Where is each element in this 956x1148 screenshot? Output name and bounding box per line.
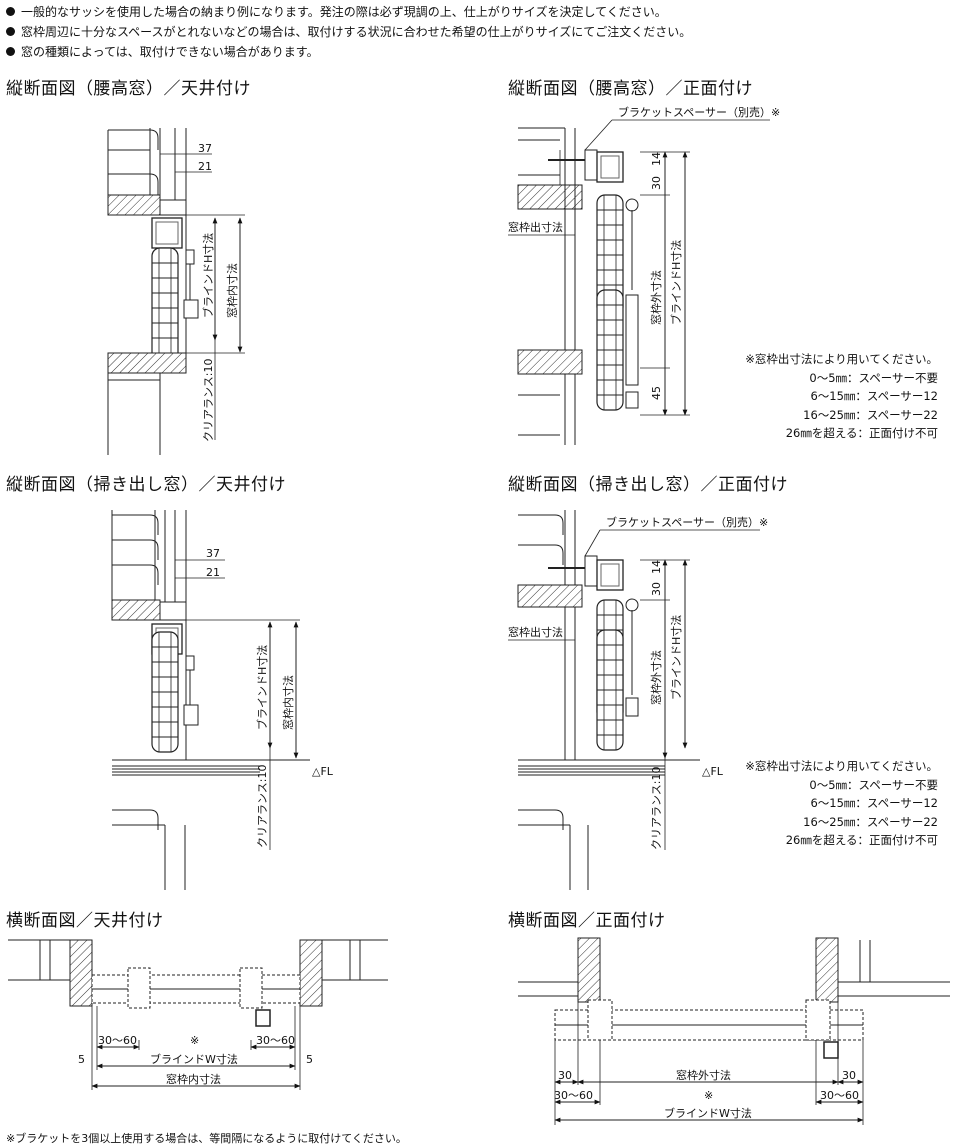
spacer-row: 0〜5㎜：スペーサー不要 <box>809 370 938 385</box>
label-waku-soto: 窓枠外寸法 <box>649 650 663 705</box>
bullet-icon <box>6 47 15 56</box>
label-blind-h: ブラインドH寸法 <box>669 240 683 325</box>
label-asterisk: ※ <box>190 1034 199 1047</box>
dim-21: 21 <box>206 566 220 579</box>
title-hakidashi-tenjo: 縦断面図（掃き出し窓）／天井付け <box>6 475 286 495</box>
note-text: 一般的なサッシを使用した場合の納まり例になります。発注の際は必ず現調の上、仕上が… <box>21 5 667 19</box>
label-blind-w: ブラインドW寸法 <box>664 1106 752 1120</box>
label-waku-uchi: 窓枠内寸法 <box>225 263 239 318</box>
title-yoko-tenjo: 横断面図／天井付け <box>6 911 164 931</box>
spacer-row: 6〜15㎜：スペーサー12 <box>810 389 938 403</box>
label-waku-de: 窓枠出寸法 <box>508 220 563 234</box>
dim-5-left: 5 <box>78 1053 85 1066</box>
label-blind-h: ブラインドH寸法 <box>201 233 215 318</box>
footnote: ※ブラケットを3個以上使用する場合は、等間隔になるように取付けてください。 <box>6 1132 407 1145</box>
dim-45: 45 <box>650 386 663 400</box>
dim-30: 30 <box>650 582 663 596</box>
label-blind-h: ブラインドH寸法 <box>255 645 269 730</box>
diagram-koshi-tenjo: 37 21 ブラインドH寸法 窓枠内寸法 クリアランス:10 <box>107 128 245 455</box>
label-bracket-spacer: ブラケットスペーサー（別売）※ <box>618 105 780 119</box>
label-fl: △FL <box>702 765 724 778</box>
label-clearance: クリアランス:10 <box>202 359 215 442</box>
diagram-hakidashi-shomen: ブラケットスペーサー（別売）※ 窓枠出寸法 14 30 窓枠外寸法 ブラインドH… <box>508 510 768 890</box>
spacer-row: 0〜5㎜：スペーサー不要 <box>809 777 938 792</box>
diagram-yoko-tenjo: 30〜60 30〜60 ※ ブラインドW寸法 窓枠内寸法 5 5 <box>8 939 388 1090</box>
dim-30-left: 30 <box>558 1069 572 1082</box>
note-text: 窓枠周辺に十分なスペースがとれないなどの場合は、取付けする状況に合わせた希望の仕… <box>21 25 692 39</box>
spacer-table-2: ※窓枠出寸法により用いてください。 0〜5㎜：スペーサー不要 6〜15㎜：スペー… <box>745 757 938 850</box>
note-2: 窓枠周辺に十分なスペースがとれないなどの場合は、取付けする状況に合わせた希望の仕… <box>6 24 691 40</box>
label-bracket-spacer: ブラケットスペーサー（別売）※ <box>606 515 768 529</box>
dim-30-right: 30 <box>842 1069 856 1082</box>
spacer-row: 16〜25㎜：スペーサー22 <box>803 814 938 829</box>
dim-30: 30 <box>650 176 663 190</box>
dim-30-60-left: 30〜60 <box>98 1034 137 1047</box>
title-koshi-tenjo: 縦断面図（腰高窓）／天井付け <box>6 79 251 99</box>
dim-30-60-right: 30〜60 <box>256 1034 295 1047</box>
spacer-row: 6〜15㎜：スペーサー12 <box>810 796 938 810</box>
spacer-heading: ※窓枠出寸法により用いてください。 <box>745 352 938 366</box>
spacer-row: 16〜25㎜：スペーサー22 <box>803 407 938 422</box>
diagram-yoko-shomen: 30 30 窓枠外寸法 30〜60 30〜60 ※ ブラインドW寸法 <box>518 937 950 1125</box>
title-yoko-shomen: 横断面図／正面付け <box>508 911 666 931</box>
diagram-hakidashi-tenjo: 37 21 ブラインドH寸法 窓枠内寸法 クリアランス:10 △FL <box>111 510 334 890</box>
dim-37: 37 <box>198 142 212 155</box>
label-clearance: クリアランス:10 <box>650 767 663 850</box>
dim-30-60-left: 30〜60 <box>554 1089 593 1102</box>
label-clearance: クリアランス:10 <box>256 765 269 848</box>
label-waku-soto: 窓枠外寸法 <box>649 270 663 325</box>
spacer-heading: ※窓枠出寸法により用いてください。 <box>745 759 938 773</box>
dim-14: 14 <box>650 560 663 574</box>
dim-21: 21 <box>198 160 212 173</box>
dim-37: 37 <box>206 547 220 560</box>
label-waku-uchi: 窓枠内寸法 <box>166 1072 221 1086</box>
note-text: 窓の種類によっては、取付けできない場合があります。 <box>21 45 319 59</box>
diagram-koshi-shomen: ブラケットスペーサー（別売）※ 窓枠出寸法 14 30 窓枠外寸法 ブラインドH… <box>508 105 780 445</box>
title-hakidashi-shomen: 縦断面図（掃き出し窓）／正面付け <box>508 475 788 495</box>
note-3: 窓の種類によっては、取付けできない場合があります。 <box>6 44 319 60</box>
bullet-icon <box>6 7 15 16</box>
label-blind-h: ブラインドH寸法 <box>669 615 683 700</box>
dim-30-60-right: 30〜60 <box>820 1089 859 1102</box>
note-1: 一般的なサッシを使用した場合の納まり例になります。発注の際は必ず現調の上、仕上が… <box>6 4 667 20</box>
label-waku-de: 窓枠出寸法 <box>508 625 563 639</box>
title-koshi-shomen: 縦断面図（腰高窓）／正面付け <box>508 79 753 99</box>
spacer-table-1: ※窓枠出寸法により用いてください。 0〜5㎜：スペーサー不要 6〜15㎜：スペー… <box>745 350 938 443</box>
label-blind-w: ブラインドW寸法 <box>150 1052 238 1066</box>
dim-14: 14 <box>650 152 663 166</box>
spacer-row: 26㎜を超える：正面付け不可 <box>785 833 938 847</box>
label-asterisk: ※ <box>704 1089 713 1102</box>
label-fl: △FL <box>312 765 334 778</box>
dim-5-right: 5 <box>306 1053 313 1066</box>
bullet-icon <box>6 27 15 36</box>
label-waku-uchi: 窓枠内寸法 <box>281 675 295 730</box>
label-waku-soto: 窓枠外寸法 <box>676 1068 731 1082</box>
spacer-row: 26㎜を超える：正面付け不可 <box>785 426 938 440</box>
